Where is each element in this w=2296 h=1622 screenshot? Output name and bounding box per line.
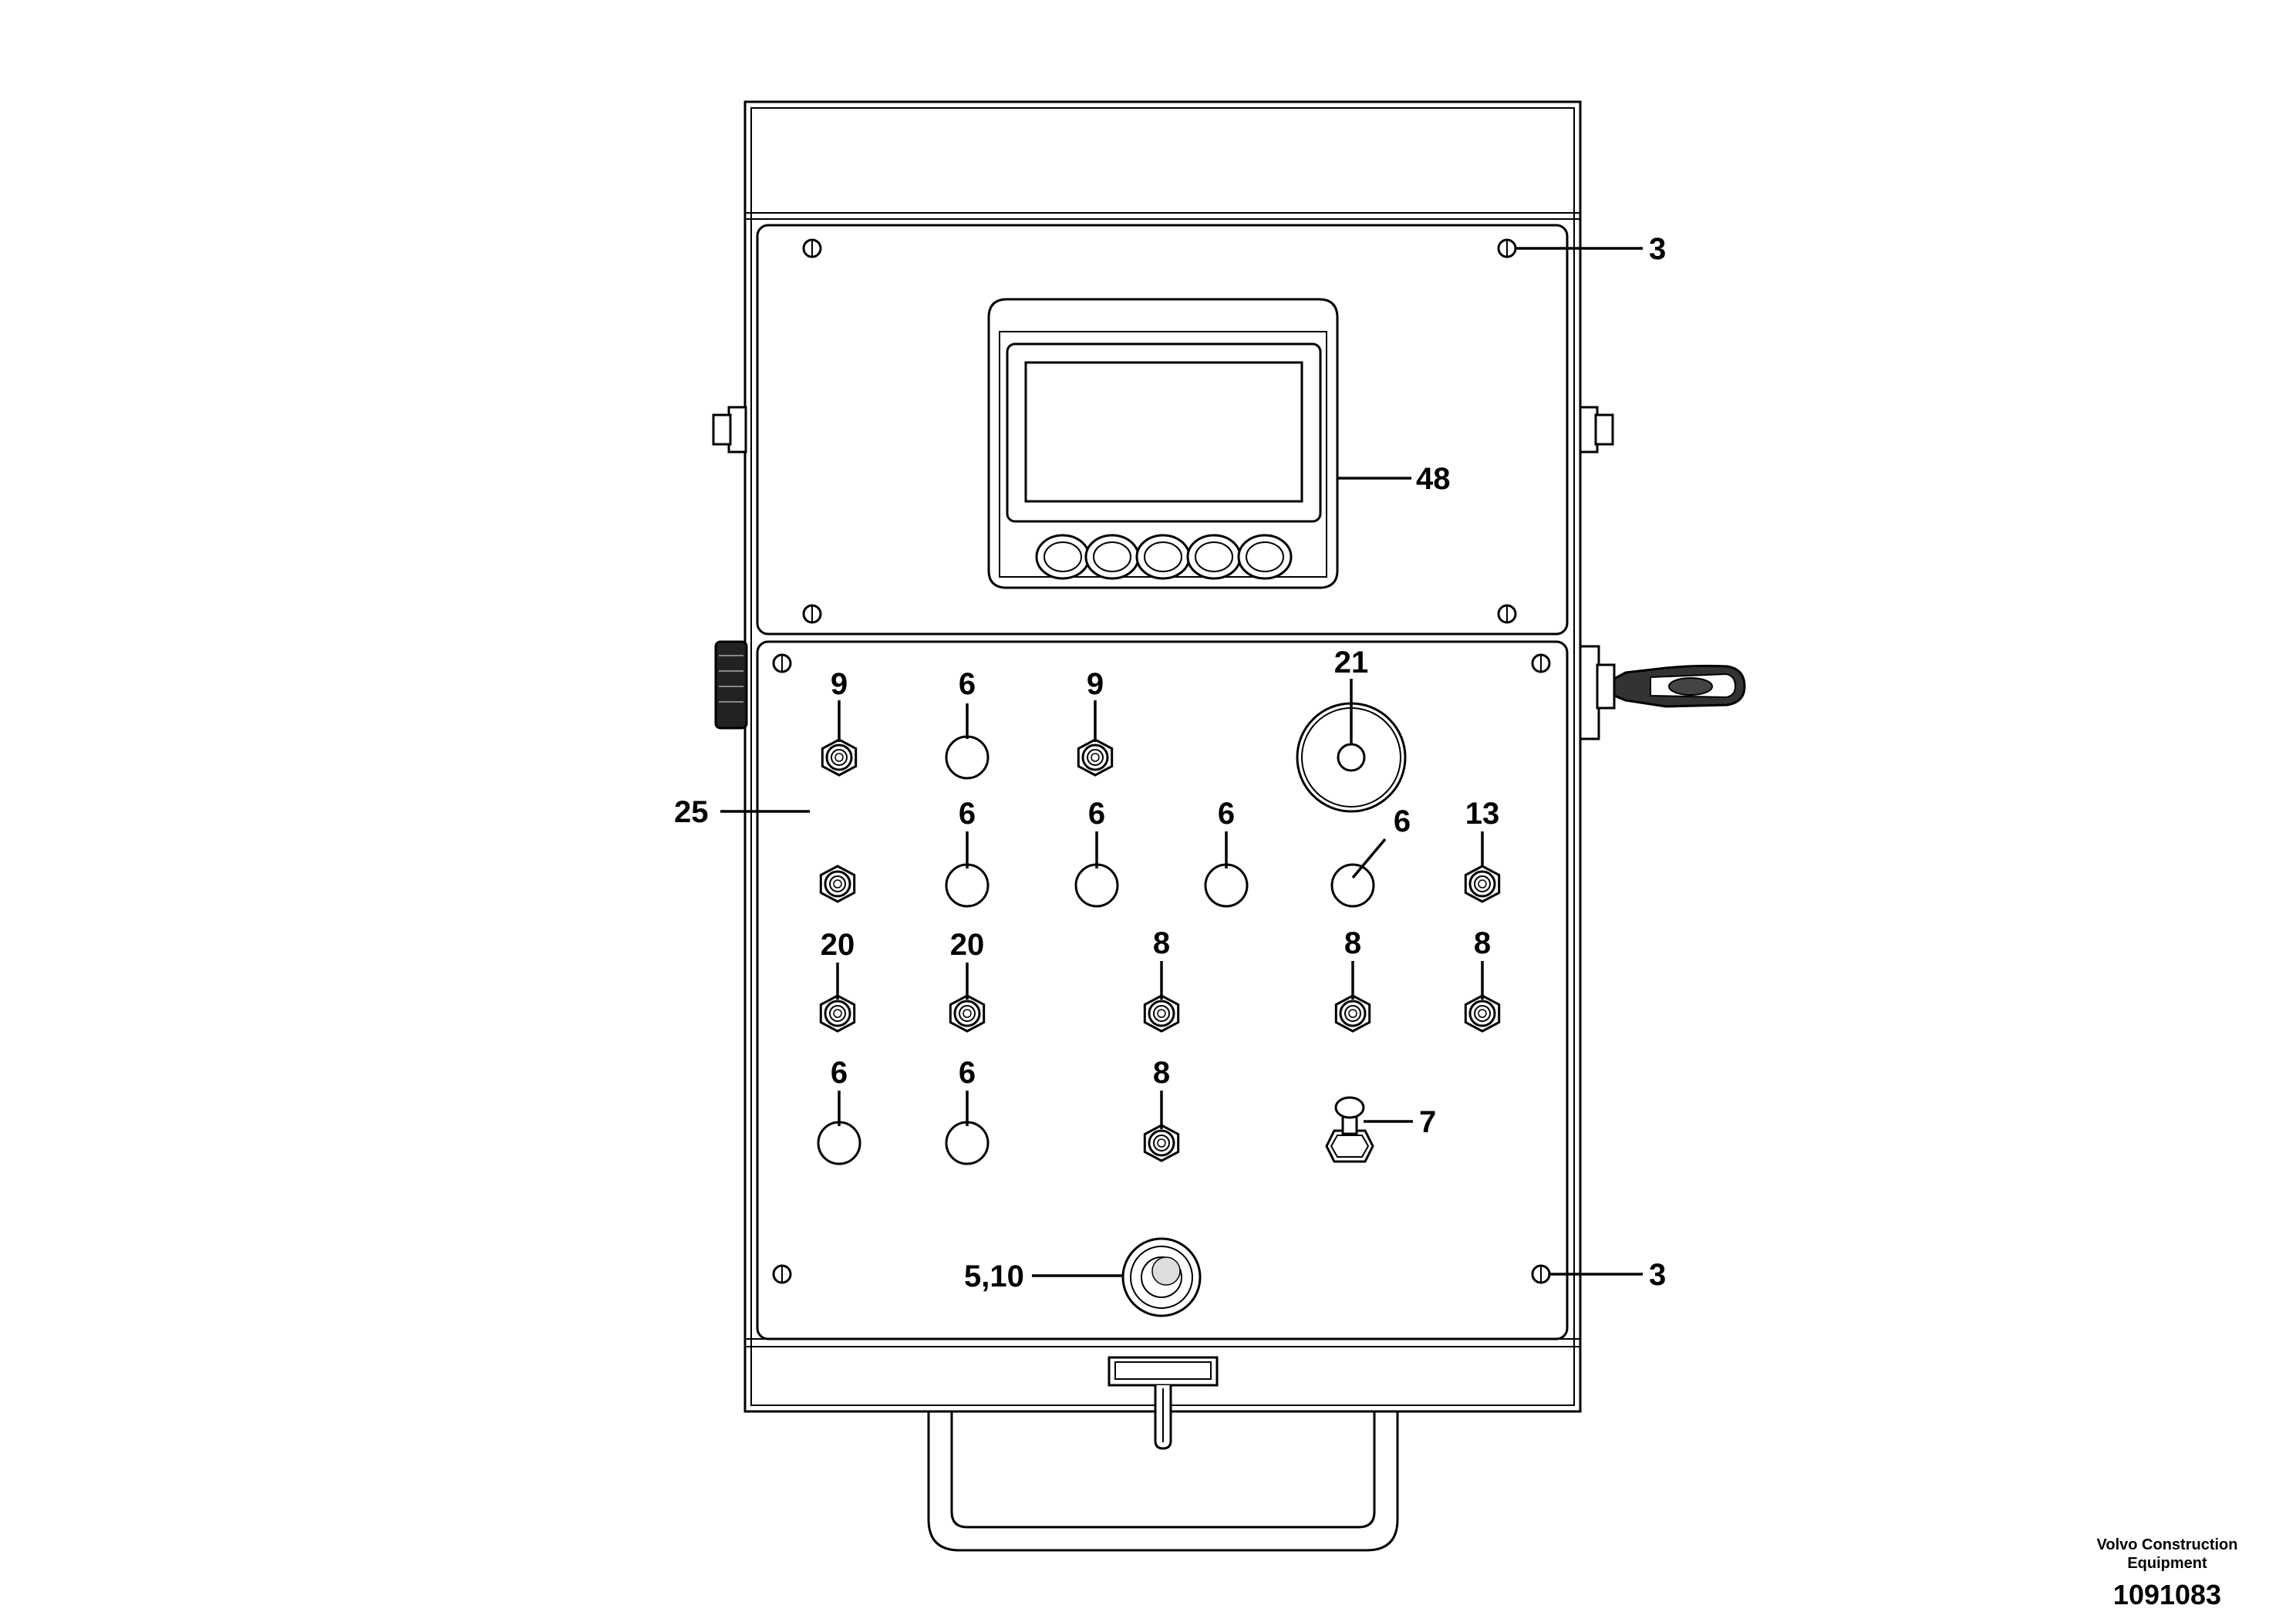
round-button-icon xyxy=(1074,863,1119,908)
company-name-line2: Equipment xyxy=(2127,1555,2207,1572)
screw-upper-tr xyxy=(1497,238,1517,258)
hex-connector-icon xyxy=(819,994,856,1033)
callout-48: 48 xyxy=(1416,462,1451,496)
callout-8-d: 8 xyxy=(1153,1056,1170,1090)
key-switch-icon xyxy=(1579,645,1746,740)
hex-connector-icon xyxy=(1143,994,1180,1033)
callout-6-f: 6 xyxy=(831,1056,848,1090)
emergency-button xyxy=(1121,1237,1202,1317)
screw-lower-br xyxy=(1531,1264,1551,1284)
screw-upper-tl xyxy=(802,238,822,258)
callout-3-top: 3 xyxy=(1649,232,1666,266)
callout-labels: 3 48 9 6 9 21 25 6 6 6 6 13 20 20 8 8 8 … xyxy=(674,232,1666,1293)
toggle-switch xyxy=(1325,1096,1374,1163)
reference-lines xyxy=(720,247,1643,1277)
hex-connector-icon xyxy=(1464,865,1501,903)
hex-connector-icon xyxy=(1464,994,1501,1033)
callout-20-b: 20 xyxy=(950,928,985,962)
hex-connector-icon xyxy=(949,994,986,1033)
hex-connector-icon xyxy=(1077,738,1114,777)
round-button-icon xyxy=(945,863,990,908)
company-name-line1: Volvo Construction xyxy=(2097,1536,2238,1553)
side-bolt-right-upper xyxy=(1579,406,1614,454)
callout-20-a: 20 xyxy=(821,928,855,962)
round-button-icon xyxy=(945,1121,990,1165)
round-button-icon xyxy=(945,735,990,780)
callout-21: 21 xyxy=(1334,646,1369,679)
callout-6-d: 6 xyxy=(1218,797,1235,831)
screw-lower-tr xyxy=(1531,653,1551,673)
side-knob-left xyxy=(714,640,748,730)
callout-6-a: 6 xyxy=(959,667,976,701)
side-bolt-left-upper xyxy=(712,406,747,454)
latch-icon xyxy=(1108,1356,1219,1450)
round-buttons xyxy=(817,735,1375,1165)
callout-25: 25 xyxy=(674,795,709,829)
screw-lower-bl xyxy=(772,1264,792,1284)
callout-9-a: 9 xyxy=(831,667,848,701)
callout-9-b: 9 xyxy=(1087,667,1104,701)
display-buttons xyxy=(1035,534,1293,580)
screw-upper-br xyxy=(1497,604,1517,624)
bottom-strip xyxy=(745,1338,1580,1347)
hex-connector-icon xyxy=(1143,1124,1180,1162)
hex-connector-icon xyxy=(821,738,858,777)
callout-6-e: 6 xyxy=(1394,804,1411,838)
round-button-icon xyxy=(1330,863,1375,908)
callout-6-c: 6 xyxy=(1088,797,1105,831)
round-button-icon xyxy=(817,1121,861,1165)
hex-connector-icon xyxy=(819,865,856,903)
footer: Volvo Construction Equipment 1091083 xyxy=(2097,1536,2238,1610)
round-button-icon xyxy=(1204,863,1249,908)
drawing-number: 1091083 xyxy=(2113,1579,2221,1610)
callout-8-c: 8 xyxy=(1474,926,1491,960)
callout-6-b: 6 xyxy=(959,797,976,831)
callout-8-a: 8 xyxy=(1153,926,1170,960)
callout-5-10: 5,10 xyxy=(964,1259,1024,1293)
callout-13: 13 xyxy=(1465,797,1500,831)
screw-lower-tl xyxy=(772,653,792,673)
screw-upper-bl xyxy=(802,604,822,624)
hex-connector-icon xyxy=(1334,994,1371,1033)
callout-8-b: 8 xyxy=(1344,926,1361,960)
callout-3-bottom: 3 xyxy=(1649,1258,1666,1292)
display-unit xyxy=(987,298,1339,589)
carry-handle xyxy=(927,1411,1399,1552)
callout-6-g: 6 xyxy=(959,1056,976,1090)
callout-7: 7 xyxy=(1419,1105,1436,1139)
